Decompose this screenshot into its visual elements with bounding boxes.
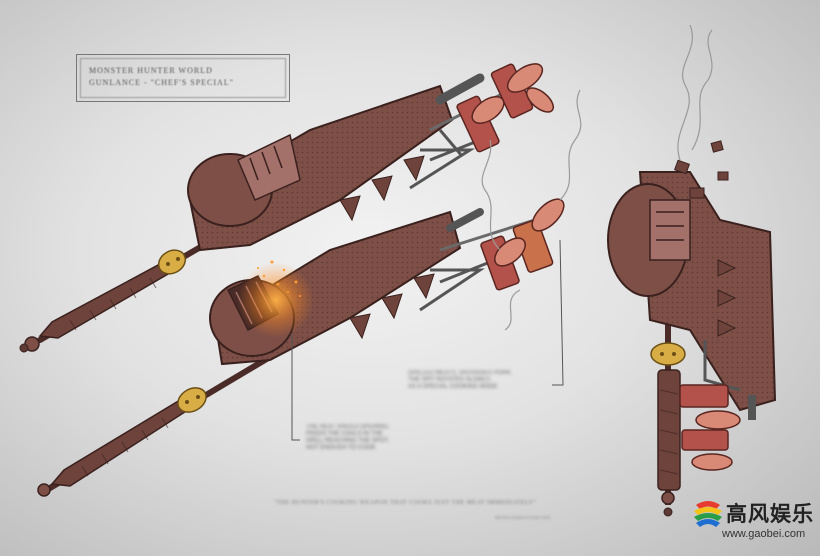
watermark-brand: 高风娱乐 [726,502,814,526]
annotation-spit-line-1: Grilled meats, sausages pork, [408,370,513,376]
gunlance-front-view [607,24,777,517]
title-text: Monster Hunter World Gunlance - "Chef's … [80,58,286,98]
watermark-url[interactable]: www.gaobei.com [722,528,806,540]
title-line-1: Monster Hunter World [89,66,213,75]
gunlance-open-view [37,89,582,497]
annotation-spit-line-3: as a special cooking mode [408,384,498,390]
gunlance-closed-view [19,63,555,353]
annotation-heat-shield: The heat sheild opening, feeds the coals… [306,424,446,452]
title-line-2: Gunlance - "Chef's Special" [89,78,234,87]
watermark-logo[interactable]: 高风娱乐 www.gaobei.com [690,495,820,556]
annotation-spit-line-2: the spit rotates slowly, [408,377,492,383]
annotation-heat-line-4: hot enough to cook [306,445,376,451]
quote-caption: "The hunter's cooking weapon that cooks … [273,500,537,506]
rainbow-logo-icon [694,501,722,527]
annotation-spit: Grilled meats, sausages pork, the spit r… [408,370,558,391]
annotation-heat-line-2: feeds the coals in the [306,431,383,437]
title-plaque: Monster Hunter World Gunlance - "Chef's … [76,54,290,102]
artist-signature: Monsterhunter fan [495,516,551,521]
annotation-heat-line-3: grill reaching the spot, [306,438,390,444]
annotation-heat-line-1: The heat sheild opening, [306,424,390,430]
